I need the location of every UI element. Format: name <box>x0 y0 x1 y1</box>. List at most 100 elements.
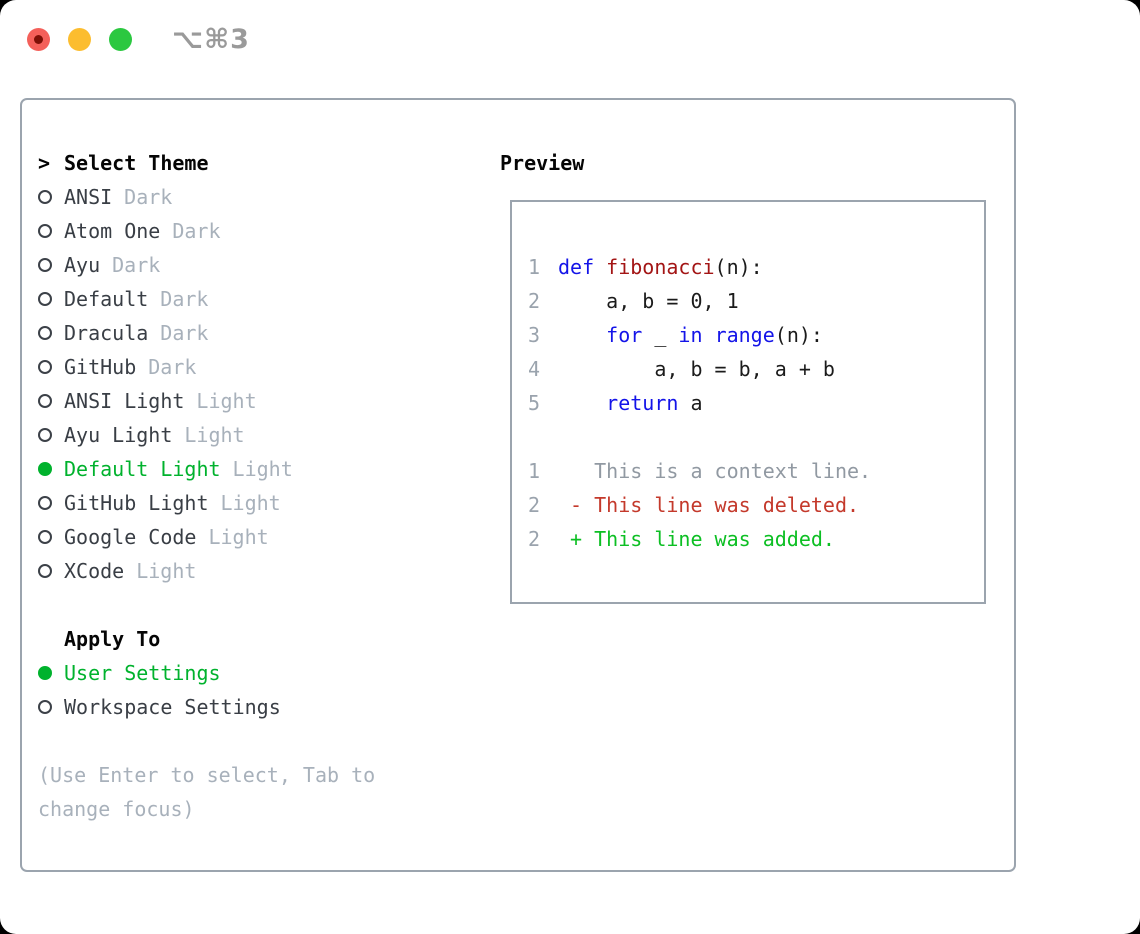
radio-cell <box>38 224 64 238</box>
line-number: 3 <box>528 323 541 347</box>
hint-line: (Use Enter to select, Tab to <box>38 758 375 792</box>
theme-name: XCode <box>64 559 125 583</box>
code-token-kw: range <box>714 323 775 347</box>
close-button[interactable] <box>27 27 50 51</box>
theme-name: Default <box>64 287 149 311</box>
apply-option-workspace-settings[interactable]: Workspace Settings <box>38 690 375 724</box>
theme-variant-label: Dark <box>148 355 197 379</box>
radio-icon <box>38 564 52 578</box>
radio-cell <box>38 530 64 544</box>
theme-name: Google Code <box>64 525 197 549</box>
radio-icon <box>38 700 52 714</box>
radio-icon <box>38 394 52 408</box>
minimize-button[interactable] <box>68 27 91 51</box>
theme-name: Ayu Light <box>64 423 173 447</box>
line-number: 4 <box>528 357 541 381</box>
theme-variant-label: Light <box>136 559 197 583</box>
radio-icon <box>38 530 52 544</box>
line-number: 5 <box>528 391 541 415</box>
theme-variant-label: Light <box>196 389 257 413</box>
code-line: 2 - This line was deleted. <box>528 488 984 522</box>
theme-option-ansi[interactable]: ANSI Dark <box>38 180 375 214</box>
code-token-pl: _ <box>642 323 679 347</box>
hint-text: (Use Enter to select, Tab to change focus… <box>38 758 375 826</box>
code-line: 5 return a <box>528 386 984 420</box>
code-token-kw: return <box>606 391 679 415</box>
record-dot-icon <box>34 34 43 44</box>
line-number: 2 <box>528 527 541 551</box>
radio-icon <box>38 190 52 204</box>
preview-header: Preview <box>500 151 585 175</box>
theme-variant-label: Dark <box>124 185 173 209</box>
code-line: 3 for _ in range(n): <box>528 318 984 352</box>
code-token-add: + This line was added. <box>558 527 835 551</box>
code-line-content: This is a context line. <box>558 459 871 483</box>
line-number: 1 <box>528 459 541 483</box>
apply-option-user-settings[interactable]: User Settings <box>38 656 375 690</box>
radio-cell <box>38 190 64 204</box>
theme-option-default[interactable]: Default Dark <box>38 282 375 316</box>
radio-cell <box>38 292 64 306</box>
theme-variant-label: Dark <box>160 321 209 345</box>
apply-to-header-row: Apply To <box>38 622 375 656</box>
theme-name: Atom One <box>64 219 161 243</box>
line-number: 2 <box>528 289 541 313</box>
select-theme-header: Select Theme <box>64 151 209 175</box>
hint-line: change focus) <box>38 792 375 826</box>
radio-cell <box>38 700 64 714</box>
titlebar: ⌥⌘3 <box>27 24 250 55</box>
spacer-row <box>38 588 375 622</box>
code-line-content: a, b = 0, 1 <box>558 289 739 313</box>
code-token-del: - This line was deleted. <box>558 493 860 517</box>
code-line: 2 a, b = 0, 1 <box>528 284 984 318</box>
radio-icon <box>38 292 52 306</box>
radio-cell <box>38 360 64 374</box>
selection-cursor-icon: > <box>38 151 51 175</box>
radio-cell <box>38 462 64 476</box>
hint-line-text: change focus) <box>38 797 195 821</box>
radio-icon <box>38 360 52 374</box>
theme-option-google-code[interactable]: Google Code Light <box>38 520 375 554</box>
code-token-pl: a <box>678 391 703 415</box>
code-token-pl: a, b = 0, 1 <box>558 289 739 313</box>
radio-icon <box>38 258 52 272</box>
theme-variant-label: Light <box>208 525 269 549</box>
zoom-button[interactable] <box>109 27 132 51</box>
theme-variant-label: Dark <box>112 253 161 277</box>
code-token-kw: in <box>678 323 703 347</box>
theme-option-github[interactable]: GitHub Dark <box>38 350 375 384</box>
theme-variant-label: Dark <box>160 287 209 311</box>
radio-cell <box>38 326 64 340</box>
theme-variant-label: Dark <box>172 219 221 243</box>
radio-cell <box>38 394 64 408</box>
theme-name: Default Light <box>64 457 221 481</box>
theme-option-xcode[interactable]: XCode Light <box>38 554 375 588</box>
theme-name: ANSI <box>64 185 113 209</box>
theme-name: GitHub <box>64 355 137 379</box>
radio-icon <box>38 496 52 510</box>
select-theme-header-row: > Select Theme <box>38 146 375 180</box>
spacer-row <box>38 724 375 758</box>
code-token-ctx: This is a context line. <box>558 459 872 483</box>
code-line <box>528 420 984 454</box>
code-token-pl: (n): <box>714 255 763 279</box>
theme-option-atom-one[interactable]: Atom One Dark <box>38 214 375 248</box>
theme-option-ansi-light[interactable]: ANSI Light Light <box>38 384 375 418</box>
theme-name: ANSI Light <box>64 389 185 413</box>
code-line-content: - This line was deleted. <box>558 493 859 517</box>
radio-cell <box>38 666 64 680</box>
code-token-pl: a, b = b, a + b <box>558 357 835 381</box>
code-token-pl <box>594 255 606 279</box>
radio-cell <box>38 564 64 578</box>
code-token-kw: def <box>558 255 595 279</box>
